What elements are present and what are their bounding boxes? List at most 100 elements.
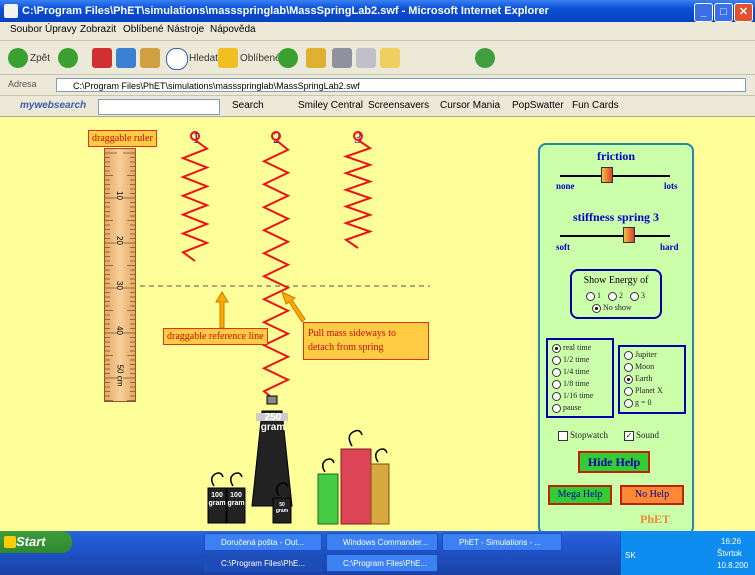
spring-1 — [180, 131, 210, 262]
radio-icon[interactable] — [624, 350, 633, 360]
language-indicator[interactable]: SK — [625, 551, 636, 560]
time-option-5[interactable]: 1/16 time — [552, 391, 593, 401]
time-option-3[interactable]: 1/4 time — [552, 367, 589, 377]
radio-icon[interactable] — [624, 386, 633, 396]
mass-250-gram[interactable] — [251, 395, 293, 507]
edit-icon[interactable] — [356, 48, 376, 68]
mystery-mass-green[interactable] — [317, 458, 339, 525]
time-option-2[interactable]: 1/2 time — [552, 355, 589, 365]
time-option-1[interactable]: real time — [552, 343, 591, 353]
menu-edit[interactable]: Úpravy — [45, 24, 77, 35]
hide-help-button[interactable]: Hide Help — [578, 451, 650, 473]
mega-help-button[interactable]: Mega Help — [548, 485, 612, 505]
energy-option-1[interactable]: 1 — [586, 291, 601, 301]
radio-icon[interactable] — [624, 362, 633, 372]
energy-option-2[interactable]: 2 — [608, 291, 623, 301]
toolbar-search-input[interactable] — [98, 99, 220, 115]
energy-option-3[interactable]: 3 — [630, 291, 645, 301]
time-option-4[interactable]: 1/8 time — [552, 379, 589, 389]
ie-icon — [4, 4, 18, 18]
planet-option-5[interactable]: g = 0 — [624, 398, 652, 408]
energy-option-no-show[interactable]: No show — [592, 303, 632, 313]
stopwatch-checkbox[interactable]: Stopwatch — [558, 430, 608, 441]
favorites-star-icon[interactable] — [218, 48, 238, 68]
stiffness-slider-knob[interactable] — [623, 227, 636, 243]
links-search-button[interactable]: Search — [232, 100, 264, 111]
clock-time[interactable]: 16:26 — [721, 537, 742, 546]
spring-number-3: 3 — [354, 130, 362, 147]
mass-100-label-1: 100 gram — [208, 492, 226, 507]
stop-icon[interactable] — [92, 48, 112, 68]
refresh-icon[interactable] — [116, 48, 136, 68]
time-option-label: pause — [563, 403, 582, 412]
back-label[interactable]: Zpět — [30, 53, 51, 64]
messenger-icon[interactable] — [475, 48, 495, 68]
mass-100-gram-1[interactable] — [207, 472, 227, 524]
search-icon[interactable] — [166, 48, 188, 70]
back-icon[interactable] — [8, 48, 28, 68]
link-fun-cards[interactable]: Fun Cards — [572, 100, 619, 111]
mystery-mass-gold[interactable] — [370, 448, 390, 525]
radio-icon[interactable] — [552, 391, 561, 401]
sound-checkbox[interactable]: ✓Sound — [624, 430, 660, 441]
task-outlook[interactable]: Doručená pošta - Out... — [204, 533, 322, 551]
folder-icon[interactable] — [380, 48, 400, 68]
time-option-6[interactable]: pause — [552, 403, 581, 413]
radio-icon[interactable] — [552, 403, 561, 413]
friction-title: friction — [597, 149, 635, 163]
menu-file[interactable]: Soubor — [10, 24, 43, 35]
favorites-label[interactable]: Oblíbené — [240, 53, 281, 64]
friction-track[interactable] — [560, 175, 670, 177]
title-bar: C:\Program Files\PhET\simulations\masssp… — [0, 0, 755, 22]
mass-100-gram-2[interactable] — [226, 472, 246, 524]
energy-title: Show Energy of — [583, 275, 649, 286]
radio-icon[interactable] — [552, 355, 561, 365]
forward-icon[interactable] — [58, 48, 78, 68]
close-button[interactable]: ✕ — [734, 3, 753, 22]
menu-view[interactable]: Zobrazit — [80, 24, 117, 35]
stiffness-title: stiffness spring 3 — [572, 210, 659, 224]
windows-logo-icon — [4, 536, 16, 548]
link-smiley-central[interactable]: Smiley Central — [298, 100, 364, 111]
mass-50-gram[interactable] — [272, 482, 292, 524]
friction-slider-knob[interactable] — [601, 167, 614, 183]
draggable-ruler[interactable]: 10 20 30 40 50 cm — [104, 148, 136, 402]
radio-icon[interactable] — [624, 374, 633, 384]
stiffness-track[interactable] — [560, 235, 670, 237]
home-icon[interactable] — [140, 48, 160, 68]
planet-option-3[interactable]: Earth — [624, 374, 652, 384]
radio-icon[interactable] — [624, 398, 633, 408]
menu-favorites[interactable]: Oblíbené — [123, 24, 164, 35]
radio-icon[interactable] — [552, 367, 561, 377]
radio-icon[interactable] — [552, 343, 561, 353]
mywebsearch-logo: mywebsearch — [20, 100, 87, 111]
clock-day: Štvrtok — [717, 549, 742, 558]
maximize-button[interactable]: □ — [714, 3, 733, 22]
menu-help[interactable]: Nápověda — [210, 24, 256, 35]
address-input[interactable]: C:\Program Files\PhET\simulations\masssp… — [56, 78, 746, 92]
mail-icon[interactable] — [306, 48, 326, 68]
task-ie-file-1[interactable]: C:\Program Files\PhE... — [204, 554, 322, 572]
no-help-button[interactable]: No Help — [620, 485, 684, 505]
menu-tools[interactable]: Nástroje — [167, 24, 205, 35]
mass-100-label-2: 100 gram — [227, 492, 245, 507]
spring-number-1: 1 — [192, 130, 200, 147]
task-ie-file-2[interactable]: C:\Program Files\PhE... — [326, 554, 438, 572]
task-phet-simulations[interactable]: PhET - Simulations - ... — [442, 533, 562, 551]
link-popswatter[interactable]: PopSwatter — [512, 100, 564, 111]
search-label[interactable]: Hledat — [189, 53, 218, 64]
link-cursor-mania[interactable]: Cursor Mania — [440, 100, 501, 111]
planet-option-4[interactable]: Planet X — [624, 386, 663, 396]
print-icon[interactable] — [332, 48, 352, 68]
history-icon[interactable] — [278, 48, 298, 68]
planet-option-2[interactable]: Moon — [624, 362, 654, 372]
address-label: Adresa — [8, 79, 37, 89]
link-screensavers[interactable]: Screensavers — [368, 100, 430, 111]
start-button[interactable]: Start — [0, 531, 72, 553]
minimize-button[interactable]: _ — [694, 3, 713, 22]
mystery-mass-red[interactable] — [340, 429, 372, 525]
planet-option-1[interactable]: Jupiter — [624, 350, 657, 360]
task-windows-commander[interactable]: Windows Commander... — [326, 533, 438, 551]
planet-option-label: Jupiter — [635, 350, 657, 359]
radio-icon[interactable] — [552, 379, 561, 389]
